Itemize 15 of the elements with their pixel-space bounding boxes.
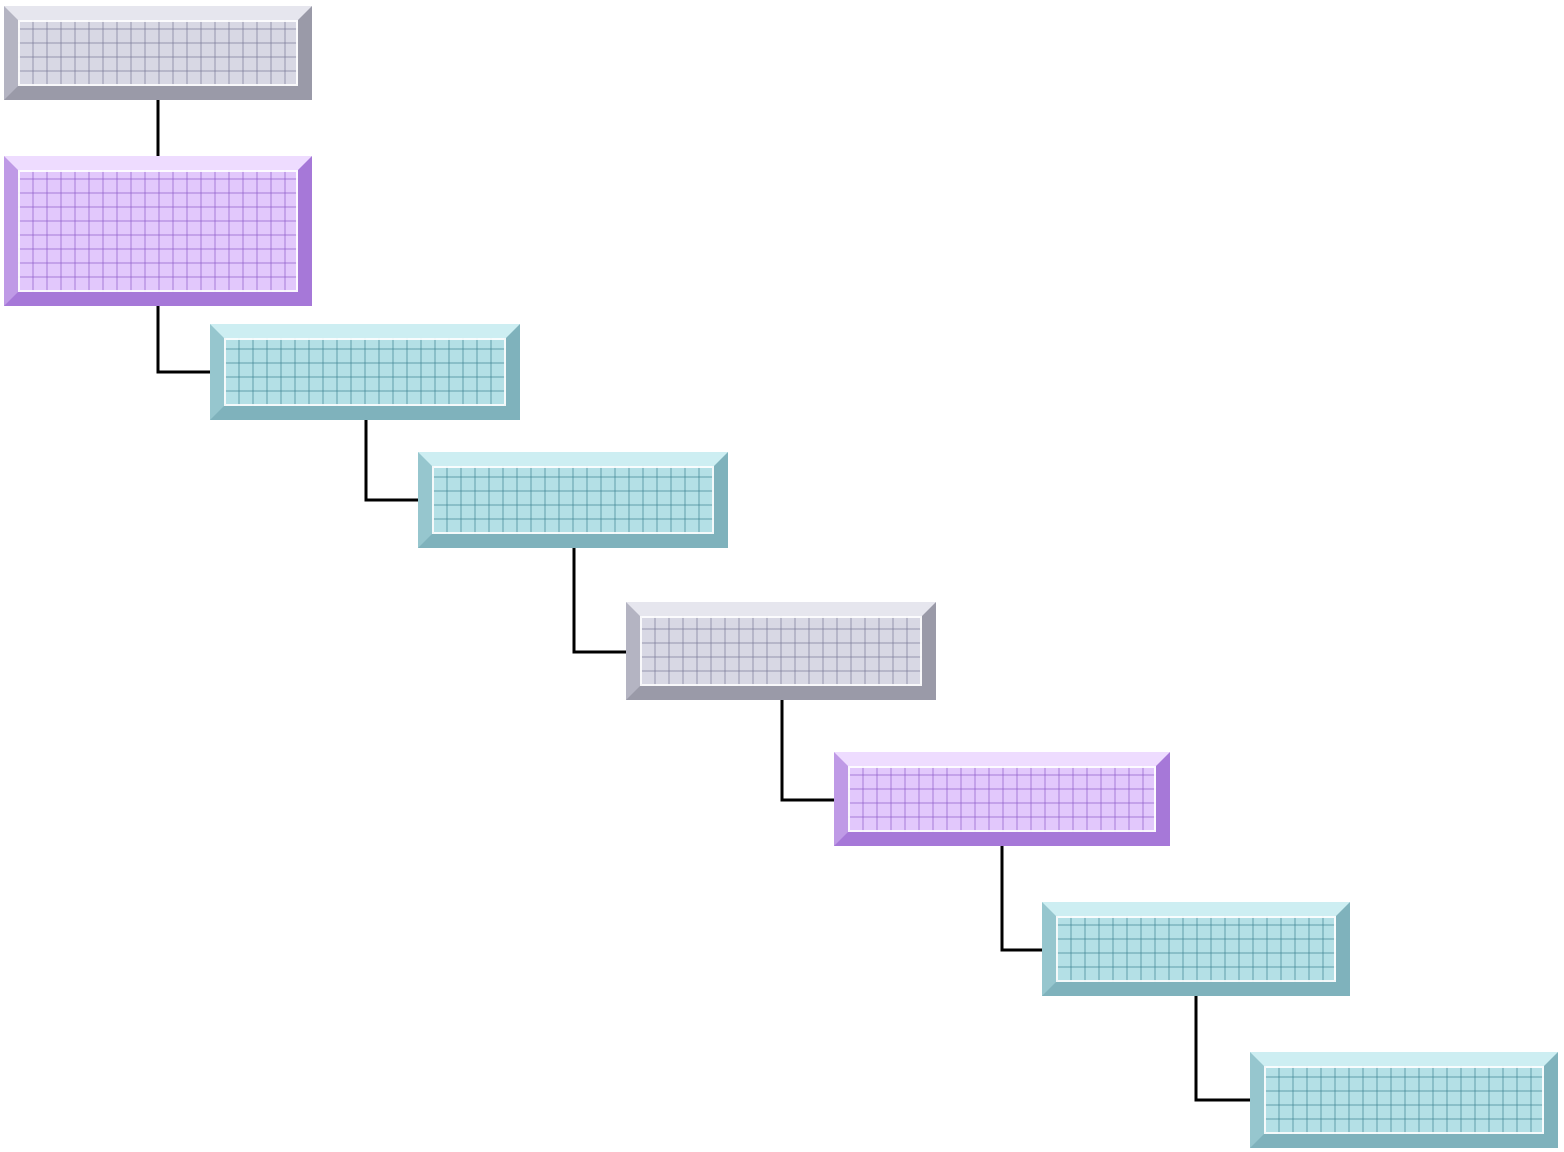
- connector-line: [780, 700, 834, 802]
- bevel-box: [834, 752, 1170, 846]
- bevel-box: [4, 156, 312, 306]
- connector-line: [1000, 846, 1042, 952]
- connector-line: [572, 548, 626, 654]
- bevel-box: [1042, 902, 1350, 996]
- bevel-box: [4, 6, 312, 100]
- bevel-box: [1250, 1052, 1558, 1148]
- bevel-box: [210, 324, 520, 420]
- connector-line: [156, 100, 160, 156]
- bevel-box: [418, 452, 728, 548]
- connector-line: [156, 306, 210, 374]
- bevel-box: [626, 602, 936, 700]
- connector-line: [364, 420, 418, 502]
- connector-line: [1194, 996, 1250, 1102]
